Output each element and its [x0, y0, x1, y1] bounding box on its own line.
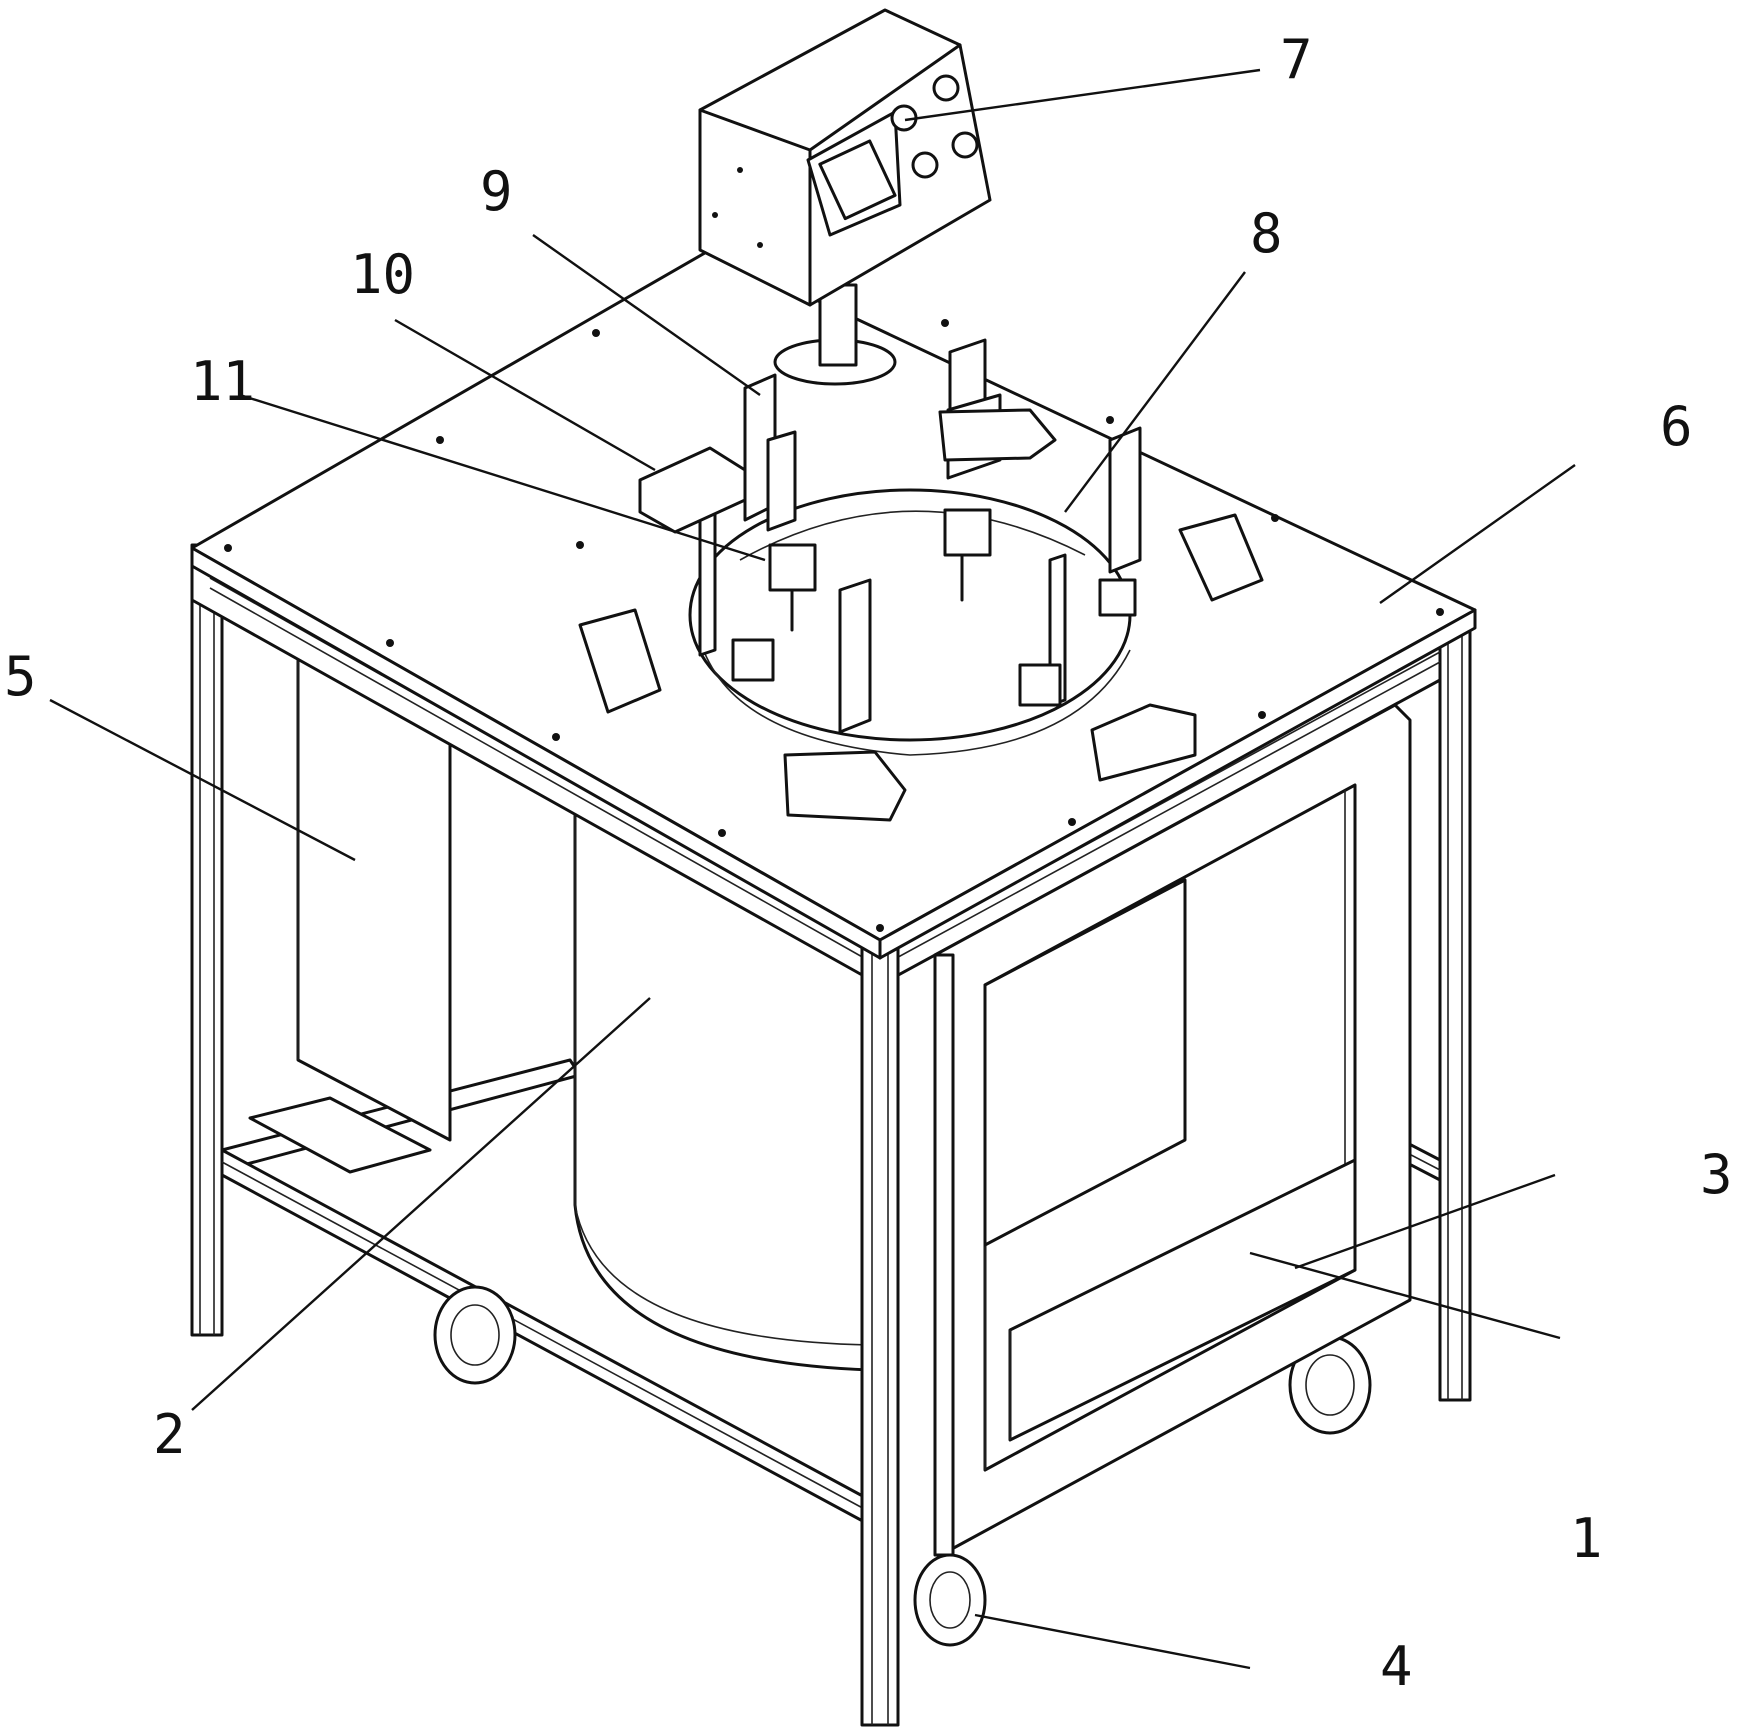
callout-9: 9 [480, 160, 513, 223]
callout-8: 8 [1250, 202, 1283, 265]
callout-3: 3 [1700, 1143, 1733, 1206]
frame-front-leg [860, 943, 955, 1727]
cylinder-tank [573, 798, 872, 1372]
callout-6: 6 [1660, 395, 1693, 458]
frame-right-back-leg [1438, 623, 1472, 1402]
callout-5: 5 [4, 645, 37, 708]
motor-units [731, 508, 1137, 707]
callout-7: 7 [1280, 28, 1313, 91]
leader-lines [49, 68, 1576, 1670]
control-box [698, 8, 992, 386]
callout-4: 4 [1380, 1635, 1413, 1698]
callout-1: 1 [1570, 1507, 1603, 1570]
callout-10: 10 [350, 243, 416, 306]
trays [578, 408, 1264, 822]
callout-2: 2 [153, 1403, 186, 1466]
frame-left-back-leg [190, 543, 224, 1337]
callout-11: 11 [190, 350, 256, 413]
front-door-frame [933, 703, 1412, 1552]
